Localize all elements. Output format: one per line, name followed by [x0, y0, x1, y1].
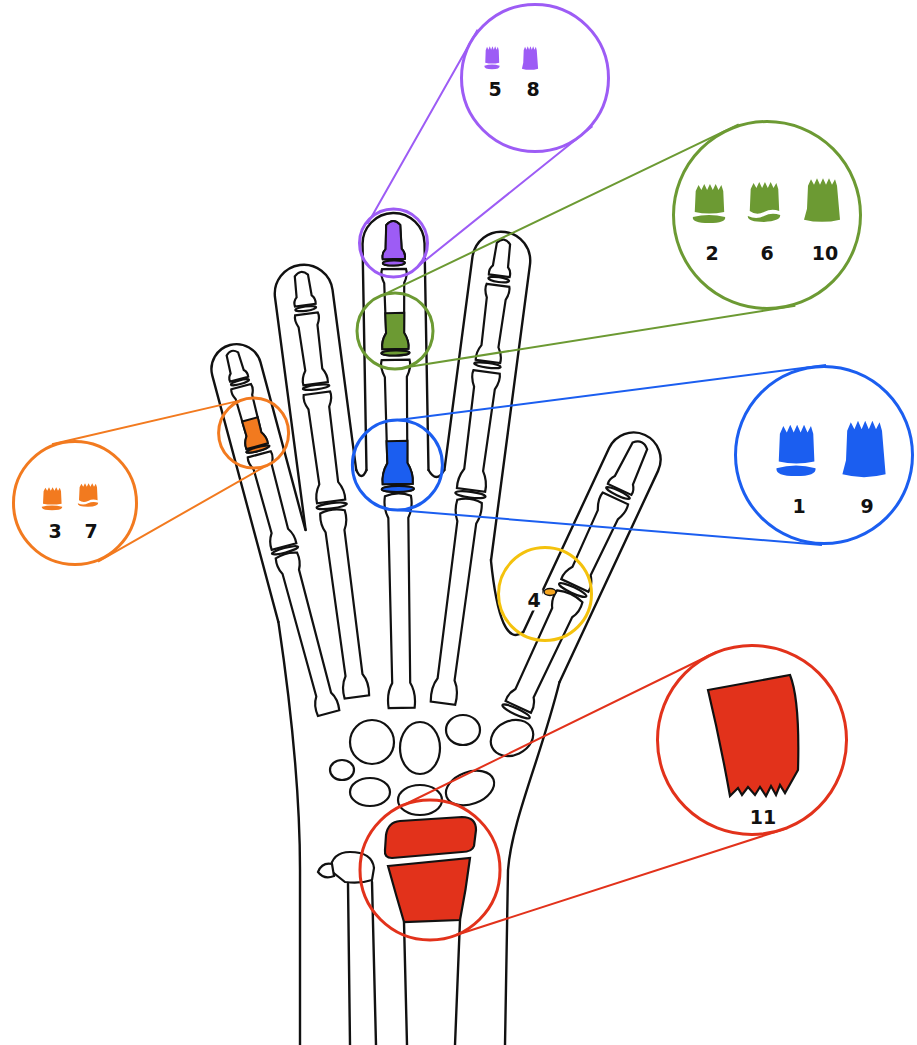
callout-number: 6	[760, 244, 773, 263]
zoom-circle: 37	[12, 440, 138, 566]
zoom-marker	[219, 209, 500, 940]
highlighted-bones	[238, 416, 269, 454]
callout-number: 1	[792, 497, 805, 516]
callout-number: 11	[750, 807, 776, 826]
thumb-bones	[501, 436, 655, 721]
sesamoid-bone	[544, 589, 556, 596]
zoom-circle: 19	[734, 365, 914, 545]
callout-number: 4	[525, 590, 542, 611]
finger-bones	[218, 221, 519, 717]
callout-number: 2	[705, 244, 718, 263]
magnified-bones	[42, 46, 886, 796]
zoom-circle: 4	[497, 546, 593, 642]
callout-number: 7	[84, 522, 97, 541]
callout-number: 5	[488, 80, 501, 99]
callout-number: 9	[860, 497, 873, 516]
callout-number: 10	[812, 244, 838, 263]
callout-number: 8	[526, 80, 539, 99]
zoom-circle: 2 6 10	[672, 120, 862, 310]
zoom-circle: 58	[460, 3, 610, 153]
zoom-circle: 11	[656, 644, 848, 836]
highlighted-bones	[377, 221, 414, 493]
callout-number: 3	[48, 522, 61, 541]
